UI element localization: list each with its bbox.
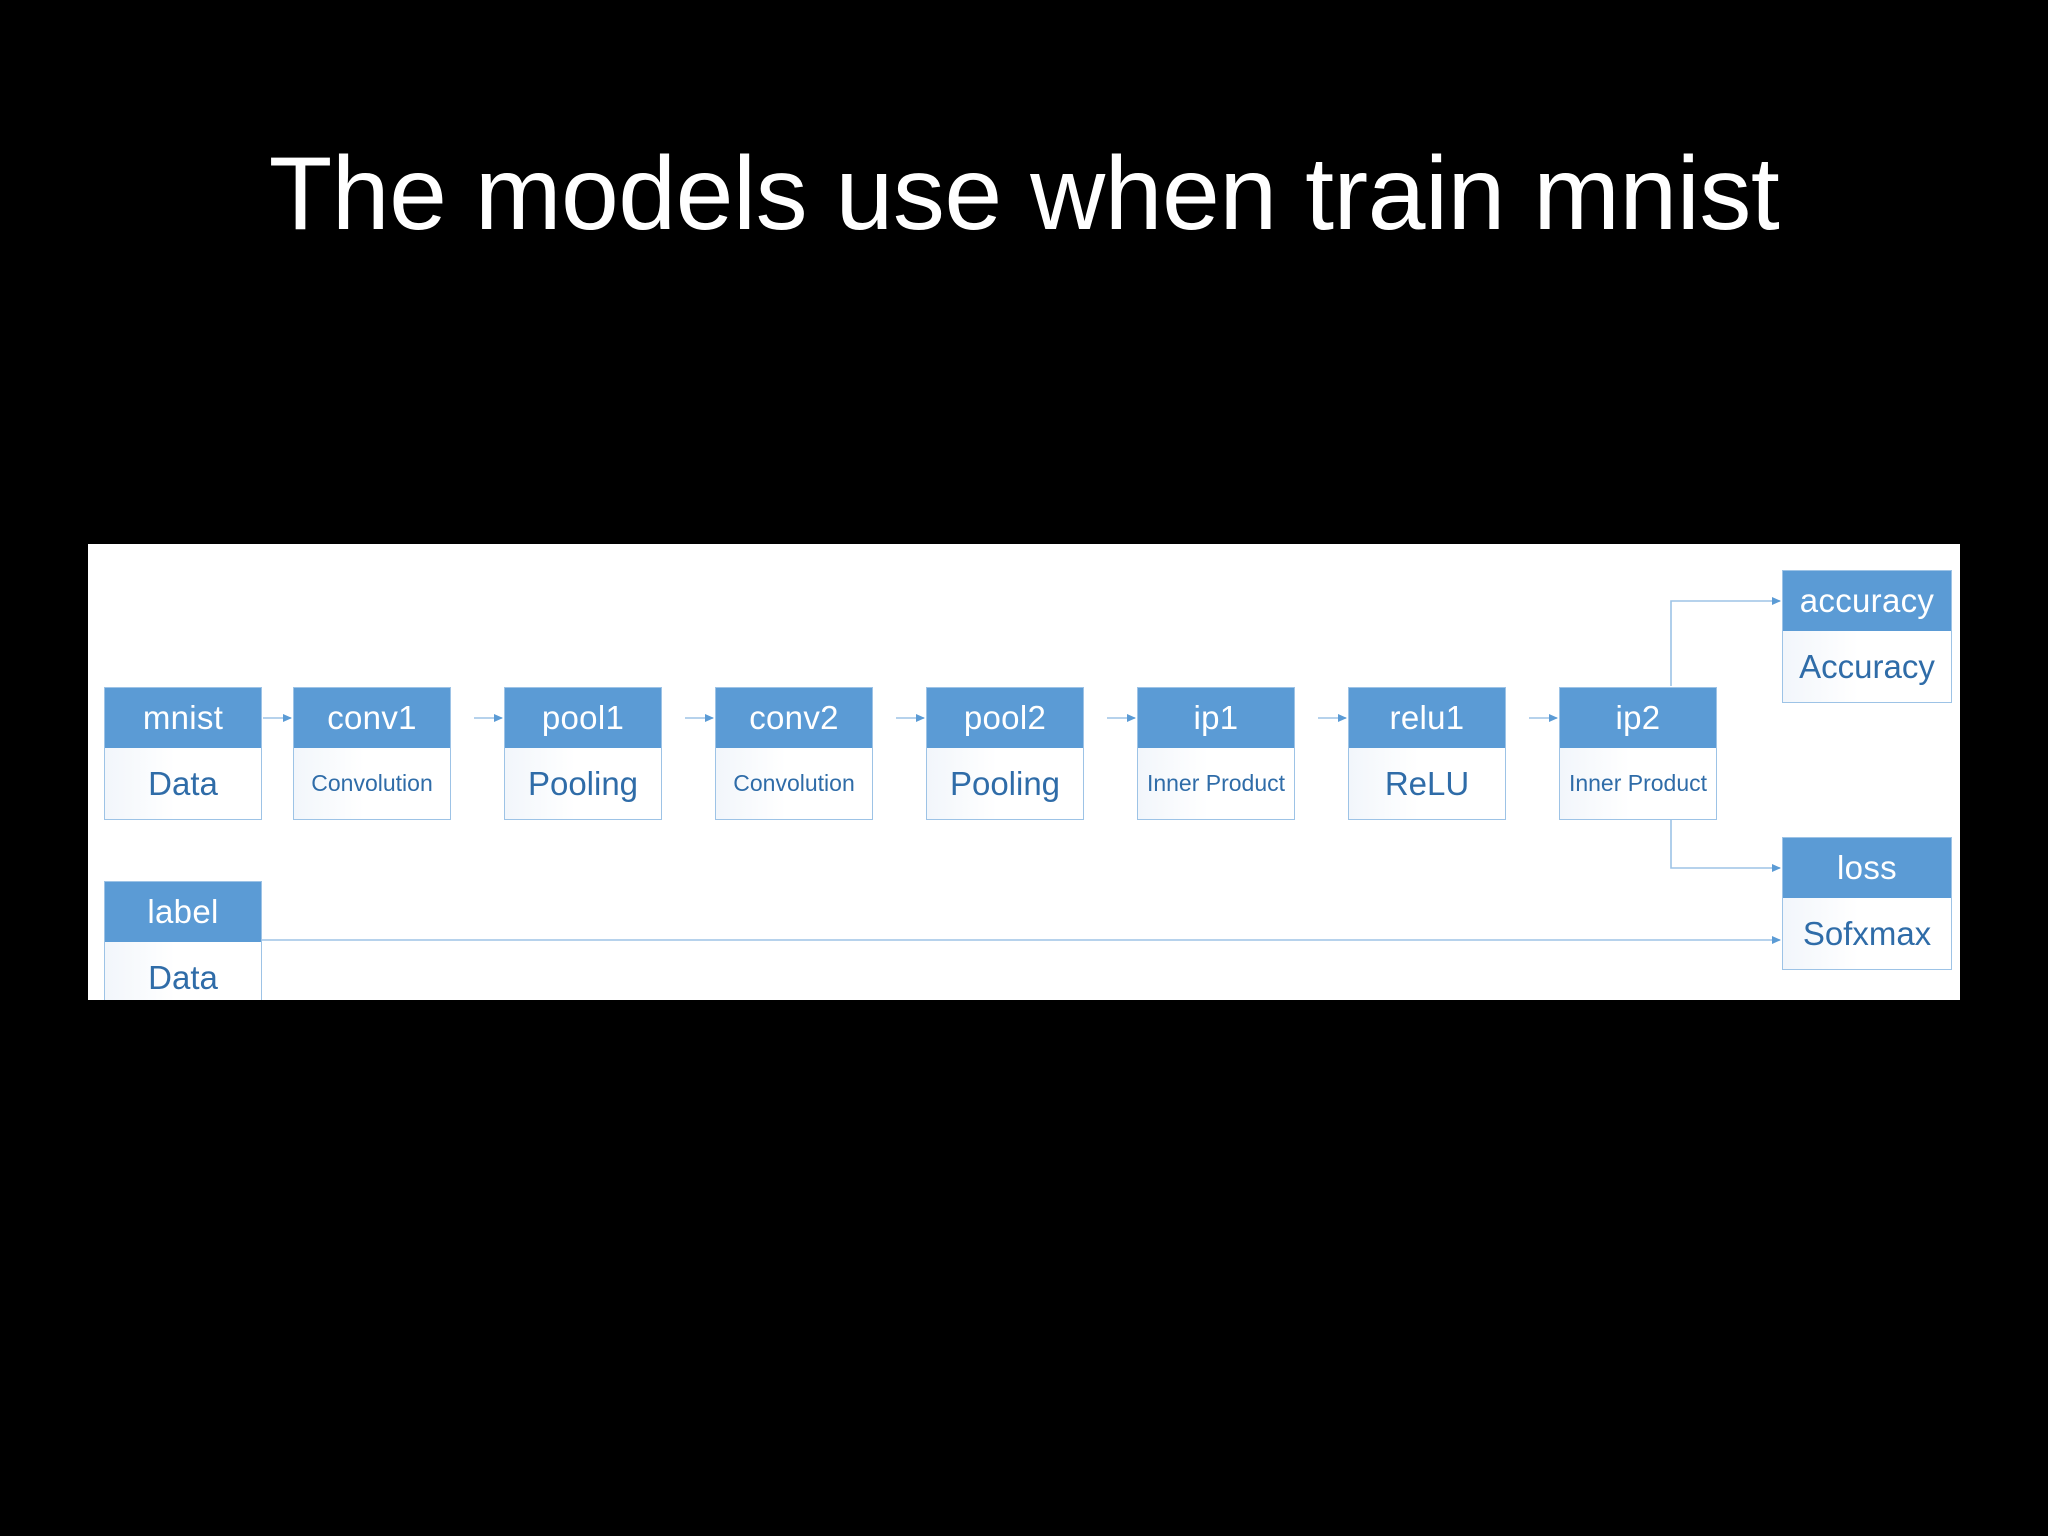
node-accuracy-name: accuracy — [1783, 571, 1951, 631]
node-ip1-name: ip1 — [1138, 688, 1294, 748]
node-relu1-type: ReLU — [1349, 748, 1505, 819]
node-pool2-type: Pooling — [927, 748, 1083, 819]
node-ip1-type: Inner Product — [1138, 748, 1294, 819]
node-pool2-name: pool2 — [927, 688, 1083, 748]
node-label-type: Data — [105, 942, 261, 1000]
node-mnist-type: Data — [105, 748, 261, 819]
node-accuracy-type: Accuracy — [1783, 631, 1951, 702]
node-conv1-name: conv1 — [294, 688, 450, 748]
node-loss-name: loss — [1783, 838, 1951, 898]
node-conv2-type: Convolution — [716, 748, 872, 819]
node-loss[interactable]: loss Sofxmax — [1782, 837, 1952, 970]
node-pool1[interactable]: pool1 Pooling — [504, 687, 662, 820]
node-pool2[interactable]: pool2 Pooling — [926, 687, 1084, 820]
node-conv2[interactable]: conv2 Convolution — [715, 687, 873, 820]
network-diagram-panel: mnist Data conv1 Convolution pool1 Pooli… — [88, 544, 1960, 1000]
node-relu1-name: relu1 — [1349, 688, 1505, 748]
node-label-name: label — [105, 882, 261, 942]
node-conv2-name: conv2 — [716, 688, 872, 748]
network-diagram: mnist Data conv1 Convolution pool1 Pooli… — [88, 544, 1960, 1000]
node-mnist-name: mnist — [105, 688, 261, 748]
node-conv1[interactable]: conv1 Convolution — [293, 687, 451, 820]
page-title: The models use when train mnist — [268, 136, 1780, 252]
edge-ip2-loss — [1670, 818, 1781, 872]
node-mnist[interactable]: mnist Data — [104, 687, 262, 820]
node-ip2-type: Inner Product — [1560, 748, 1716, 819]
node-conv1-type: Convolution — [294, 748, 450, 819]
node-loss-type: Sofxmax — [1783, 898, 1951, 969]
node-ip2[interactable]: ip2 Inner Product — [1559, 687, 1717, 820]
edge-label-loss — [168, 936, 1781, 970]
node-pool1-name: pool1 — [505, 688, 661, 748]
node-ip1[interactable]: ip1 Inner Product — [1137, 687, 1295, 820]
node-accuracy[interactable]: accuracy Accuracy — [1782, 570, 1952, 703]
node-ip2-name: ip2 — [1560, 688, 1716, 748]
edge-ip2-accuracy — [1670, 597, 1781, 686]
node-label[interactable]: label Data — [104, 881, 262, 1000]
node-pool1-type: Pooling — [505, 748, 661, 819]
node-relu1[interactable]: relu1 ReLU — [1348, 687, 1506, 820]
